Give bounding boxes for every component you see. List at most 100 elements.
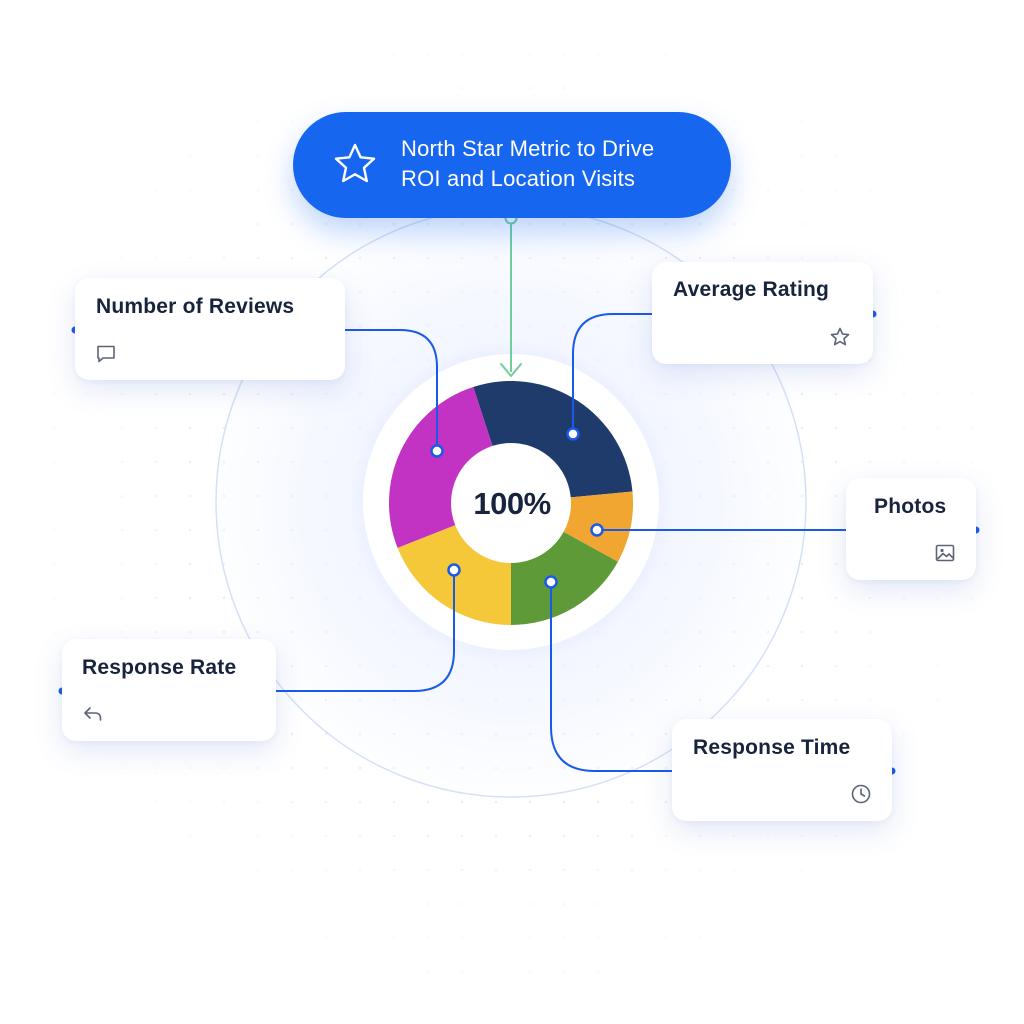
grid-dot bbox=[868, 188, 872, 192]
grid-dot bbox=[936, 290, 940, 294]
reply-icon bbox=[82, 703, 104, 725]
grid-dot bbox=[800, 698, 804, 702]
grid-dot bbox=[494, 868, 498, 872]
grid-dot bbox=[290, 154, 294, 158]
card-title-average-rating: Average Rating bbox=[673, 278, 830, 301]
connector-response-time bbox=[544, 575, 896, 775]
grid-dot bbox=[528, 86, 532, 90]
grid-dot bbox=[868, 664, 872, 668]
grid-dot bbox=[664, 86, 668, 90]
grid-dot bbox=[800, 256, 804, 260]
grid-dot bbox=[834, 460, 838, 464]
grid-dot bbox=[936, 664, 940, 668]
card-title-response-rate: Response Rate bbox=[82, 656, 237, 679]
grid-dot bbox=[732, 154, 736, 158]
grid-dot bbox=[630, 834, 634, 838]
grid-dot bbox=[52, 426, 56, 430]
grid-dot bbox=[154, 562, 158, 566]
grid-dot bbox=[120, 460, 124, 464]
grid-dot bbox=[52, 562, 56, 566]
card-title-response-time: Response Time bbox=[693, 736, 851, 759]
grid-dot bbox=[324, 86, 328, 90]
star-icon bbox=[331, 140, 379, 188]
grid-dot bbox=[290, 732, 294, 736]
grid-dot bbox=[392, 222, 396, 226]
grid-dot bbox=[324, 868, 328, 872]
grid-dot bbox=[426, 902, 430, 906]
header-title-line-1: North Star Metric to Drive bbox=[401, 136, 655, 161]
grid-dot bbox=[290, 868, 294, 872]
grid-dot bbox=[834, 562, 838, 566]
grid-dot bbox=[834, 426, 838, 430]
grid-dot bbox=[562, 902, 566, 906]
grid-dot bbox=[528, 834, 532, 838]
grid-dot bbox=[358, 766, 362, 770]
grid-dot bbox=[222, 868, 226, 872]
grid-dot bbox=[120, 392, 124, 396]
comment-icon bbox=[95, 343, 117, 365]
grid-dot bbox=[902, 630, 906, 634]
grid-dot bbox=[562, 970, 566, 974]
grid-dot bbox=[358, 800, 362, 804]
grid-dot bbox=[460, 936, 464, 940]
grid-dot bbox=[392, 834, 396, 838]
grid-dot bbox=[868, 630, 872, 634]
grid-dot bbox=[222, 800, 226, 804]
grid-dot bbox=[494, 86, 498, 90]
grid-dot bbox=[800, 222, 804, 226]
grid-dot bbox=[392, 902, 396, 906]
grid-dot bbox=[800, 868, 804, 872]
grid-dot bbox=[732, 120, 736, 124]
grid-dot bbox=[698, 834, 702, 838]
grid-dot bbox=[834, 154, 838, 158]
grid-dot bbox=[460, 800, 464, 804]
grid-dot bbox=[868, 596, 872, 600]
grid-dot bbox=[936, 460, 940, 464]
card-title-photos: Photos bbox=[874, 495, 947, 518]
card-average-rating: Average Rating bbox=[652, 262, 873, 364]
grid-dot bbox=[596, 902, 600, 906]
grid-dot bbox=[596, 86, 600, 90]
grid-dot bbox=[256, 154, 260, 158]
grid-dot bbox=[732, 902, 736, 906]
grid-dot bbox=[256, 834, 260, 838]
grid-dot bbox=[596, 936, 600, 940]
grid-dot bbox=[800, 630, 804, 634]
grid-dot bbox=[256, 120, 260, 124]
grid-dot bbox=[936, 324, 940, 328]
grid-dot bbox=[630, 868, 634, 872]
card-photos: Photos bbox=[846, 478, 976, 580]
grid-dot bbox=[732, 222, 736, 226]
grid-dot bbox=[868, 256, 872, 260]
grid-dot bbox=[358, 868, 362, 872]
grid-dot bbox=[188, 834, 192, 838]
card-number-of-reviews: Number of Reviews bbox=[75, 278, 345, 380]
grid-dot bbox=[766, 154, 770, 158]
grid-dot bbox=[392, 936, 396, 940]
header-title-line-2: ROI and Location Visits bbox=[401, 166, 636, 191]
grid-dot bbox=[698, 222, 702, 226]
connector-number-of-reviews bbox=[71, 326, 444, 458]
card-title-number-of-reviews: Number of Reviews bbox=[96, 295, 295, 318]
grid-dot bbox=[290, 902, 294, 906]
grid-dot bbox=[664, 766, 668, 770]
grid-dot bbox=[324, 902, 328, 906]
grid-dot bbox=[766, 222, 770, 226]
grid-dot bbox=[936, 358, 940, 362]
grid-dot bbox=[188, 562, 192, 566]
grid-dot bbox=[120, 562, 124, 566]
grid-dot bbox=[834, 392, 838, 396]
grid-dot bbox=[630, 800, 634, 804]
grid-dot bbox=[256, 868, 260, 872]
grid-dot bbox=[290, 256, 294, 260]
grid-dot bbox=[868, 698, 872, 702]
grid-dot bbox=[868, 460, 872, 464]
grid-dot bbox=[630, 902, 634, 906]
grid-dot bbox=[902, 732, 906, 736]
grid-dot bbox=[256, 800, 260, 804]
grid-dot bbox=[460, 86, 464, 90]
grid-dot bbox=[120, 494, 124, 498]
grid-dot bbox=[834, 256, 838, 260]
grid-dot bbox=[834, 596, 838, 600]
grid-dot bbox=[800, 834, 804, 838]
